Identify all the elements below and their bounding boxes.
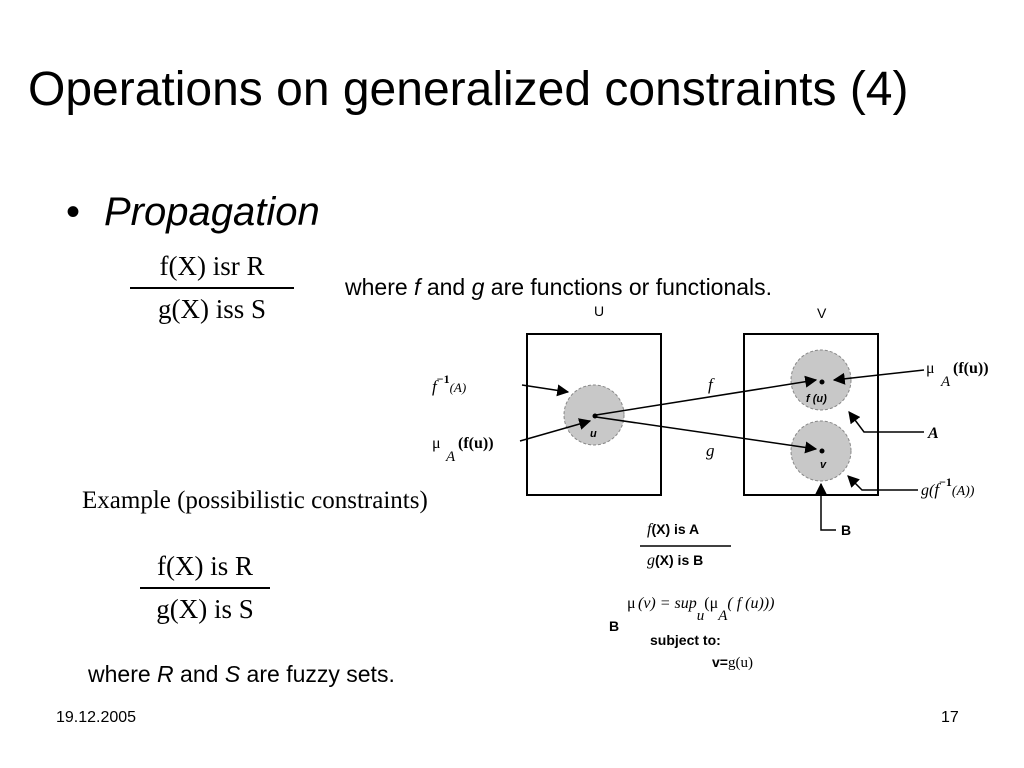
example-heading: Example (possibilistic constraints): [82, 487, 428, 514]
rule-fraction-bar: [130, 287, 294, 289]
finv-a-label: f−1(A): [432, 372, 466, 396]
rule-numerator: f(X) isr R: [159, 251, 265, 281]
note-f: f: [414, 274, 421, 300]
example-fraction-bar: [140, 587, 270, 589]
point-u-label: u: [590, 428, 597, 440]
point-v: [819, 448, 825, 454]
example-denominator: g(X) is S: [156, 594, 254, 624]
slide-title: Operations on generalized constraints (4…: [28, 63, 909, 116]
set-u-label: U: [594, 303, 604, 319]
functions-note: where f and g are functions or functiona…: [345, 274, 773, 300]
point-fu: [819, 379, 825, 385]
small-rule-denominator: g(X) is B: [647, 552, 703, 569]
point-v-label: v: [820, 459, 827, 471]
fuzzy-sets-note: where R and S are fuzzy sets.: [88, 661, 395, 687]
formula-b-sub: B: [609, 618, 619, 634]
constraint-text: v=g(u): [712, 654, 753, 671]
rule-denominator: g(X) iss S: [157, 294, 266, 324]
finv-a-pointer: [521, 384, 570, 397]
arrow-g-label: g: [706, 441, 715, 460]
ginv-a-pointer: [847, 475, 918, 491]
set-v-label: V: [817, 305, 827, 321]
mu-a-right-pointer: [832, 369, 925, 385]
mu-a-left-pointer: [519, 418, 592, 442]
arrow-f: [595, 375, 818, 416]
formula-mu: μ: [627, 595, 636, 612]
formula-main: (v) = supu(μA( f (u))): [638, 595, 774, 624]
note-s: S: [224, 661, 241, 687]
subject-to-label: subject to:: [650, 632, 721, 648]
mu-a-left-label: μA(f(u)): [432, 435, 494, 465]
set-u-box: [526, 333, 662, 496]
footer-date: 19.12.2005: [56, 709, 137, 726]
arrow-f-label: f: [708, 375, 715, 394]
propagation-rule: f(X) isr R g(X) iss S: [130, 253, 294, 323]
mu-a-right-label: μA(f(u)): [926, 360, 989, 390]
bullet-text: Propagation: [104, 190, 320, 234]
set-v-box: [743, 333, 879, 496]
example-numerator: f(X) is R: [157, 551, 253, 581]
footer-page-number: 17: [941, 709, 959, 726]
set-b-label: B: [841, 522, 851, 538]
point-fu-label: f (u): [806, 393, 827, 405]
set-a-pointer: [848, 411, 924, 433]
set-b-pointer: [815, 482, 836, 531]
small-rule-numerator: f(X) is A: [647, 521, 699, 538]
bullet-marker: •: [66, 190, 81, 234]
example-rule: f(X) is R g(X) is S: [140, 553, 270, 623]
note-g: g: [471, 274, 485, 300]
ginv-a-label: g(f−1(A)): [921, 475, 975, 499]
set-a-label: A: [927, 425, 939, 442]
arrow-g: [595, 416, 818, 454]
note-r: R: [157, 661, 174, 687]
